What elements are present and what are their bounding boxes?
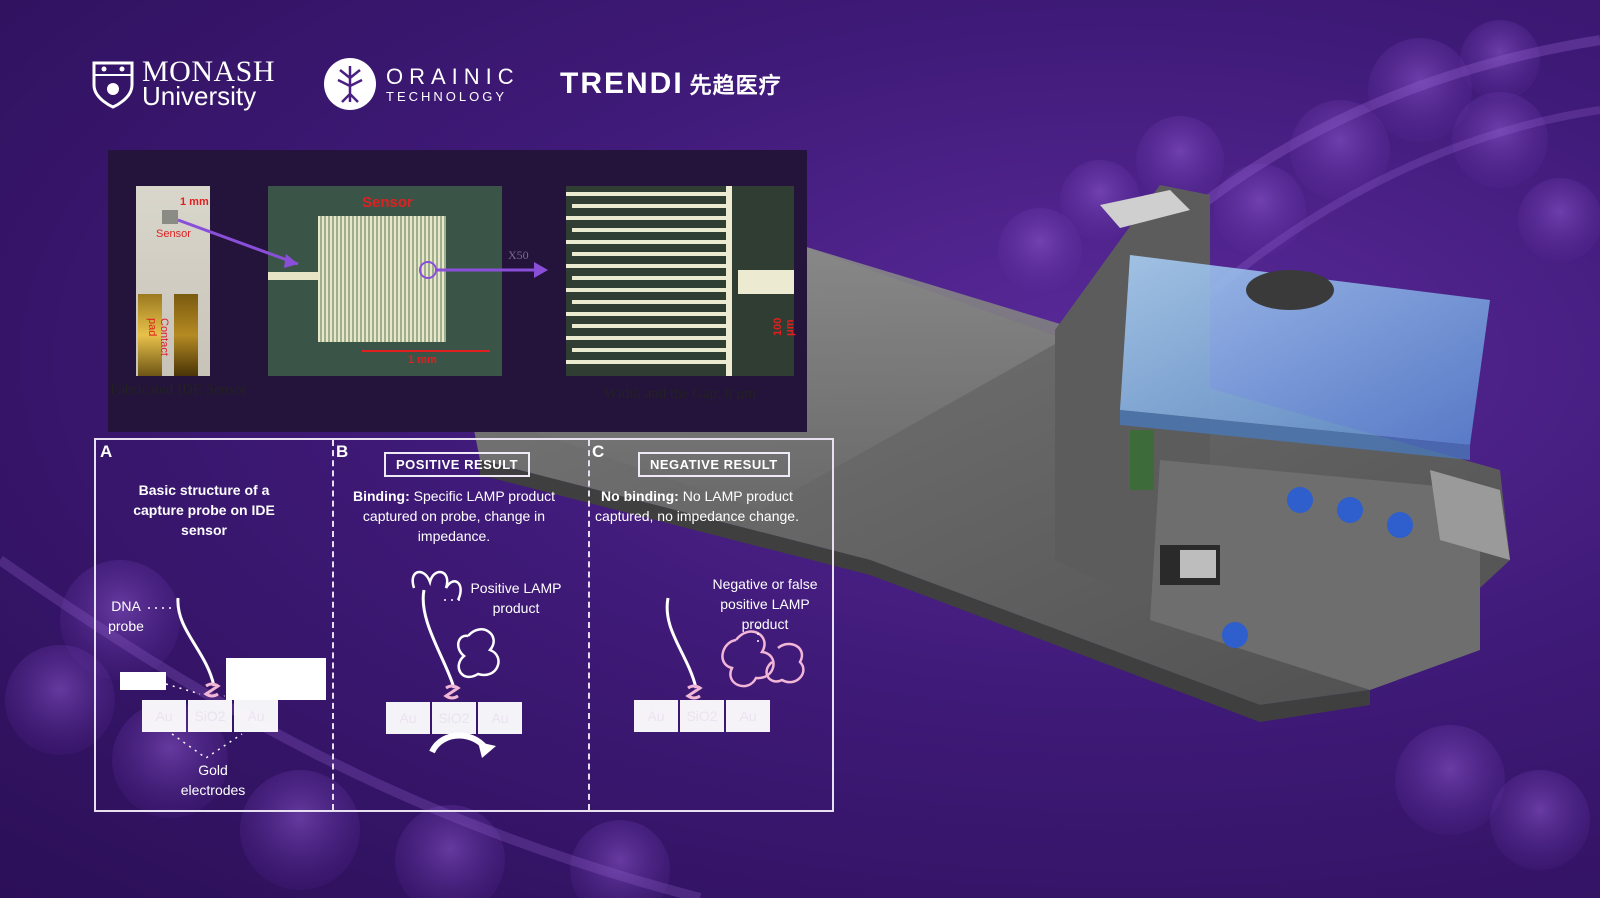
silicon-dioxide-label: Silicon dioxide surface [226, 658, 326, 700]
positive-result-badge: POSITIVE RESULT [384, 452, 531, 477]
caption-width-gap: Width and the Gap: 8 μm [604, 386, 756, 402]
lead-line [268, 272, 318, 280]
au-electrode-right-a: Au [234, 700, 278, 732]
logo-bar: MONASH University ORAINIC TECHNOLOGY TRE… [92, 52, 792, 116]
negative-binding-note: No binding: No LAMP product captured, no… [592, 486, 802, 526]
orainic-name: ORAINIC [386, 63, 520, 89]
linker-label: Linker [120, 672, 167, 690]
binding-text: Specific LAMP product captured on probe,… [362, 488, 556, 544]
trendi-name: TRENDI [560, 67, 684, 100]
micrograph-panel: 1 mm Sensor Contact pad Sensor 1 mm 100 … [108, 150, 807, 432]
positive-binding-note: Binding: Specific LAMP product captured … [338, 486, 570, 546]
lamp-product-blob-b [456, 628, 500, 679]
neg-lamp-product-c2 [765, 642, 805, 684]
ide-diagram-panel: A Basic structure of a capture probe on … [94, 438, 834, 812]
contact-pad-left [138, 294, 162, 376]
sio2-surface-c: SiO2 [680, 700, 724, 732]
sio2-surface-a: SiO2 [188, 700, 232, 732]
shield-icon [92, 61, 134, 109]
sensor-small-label: Sensor [156, 228, 191, 240]
no-binding-text: No LAMP product captured, no impedance c… [595, 488, 799, 524]
contact-pad-right [174, 294, 198, 376]
au-electrode-left-b: Au [386, 702, 430, 734]
linker-pointer [165, 683, 201, 695]
panel-a-title: Basic structure of a capture probe on ID… [133, 482, 275, 538]
au-electrode-left-c: Au [634, 700, 678, 732]
panel-b-letter: B [336, 442, 349, 461]
sensor-chip [162, 210, 178, 224]
divider-ab [332, 440, 334, 810]
monash-logo: MONASH University [92, 52, 275, 116]
dna-probe-strand-c [665, 597, 698, 689]
linker-coil-c [685, 684, 703, 700]
electrode-zoom-image: 100 μm [566, 186, 796, 376]
linker-coil-b [443, 684, 461, 700]
probe-illustrations [148, 570, 805, 759]
tree-circle-icon [324, 58, 376, 110]
trendi-chinese-name: 先趋医疗 [689, 73, 782, 98]
electrode-grid [318, 216, 446, 342]
divider-bc [588, 440, 590, 810]
impedance-arrowhead [478, 742, 496, 758]
sensor-title-label: Sensor [362, 194, 413, 211]
gold-pointer [171, 733, 243, 759]
monash-name: MONASH [142, 55, 276, 88]
positive-lamp-label: Positive LAMP product [470, 580, 562, 616]
negative-result-badge: NEGATIVE RESULT [638, 452, 790, 477]
sio2-surface-b: SiO2 [432, 702, 476, 734]
fabricated-sensor-photo: 1 mm Sensor Contact pad [136, 186, 210, 376]
trendi-logo: TRENDI 先趋医疗 [560, 52, 782, 116]
linker-coil-a [203, 682, 221, 698]
magnification-label: X50 [508, 248, 529, 262]
negative-lamp-label: Negative or false positive LAMP product [712, 576, 818, 632]
scale-label-1mm-bottom: 1 mm [408, 354, 437, 366]
dna-probe-strand-a [176, 597, 216, 687]
electrode-bus [726, 186, 732, 376]
gold-electrodes-label: Gold electrodes [180, 762, 246, 798]
lamp-product-loop-b [411, 570, 462, 601]
orainic-logo: ORAINIC TECHNOLOGY [322, 52, 520, 116]
panel-c-letter: C [592, 442, 605, 461]
interdigitated-fingers [566, 192, 732, 364]
scale-label-1mm-top: 1 mm [180, 196, 209, 208]
au-electrode-right-b: Au [478, 702, 522, 734]
silicon-pointer [223, 687, 245, 697]
monash-subtitle: University [142, 81, 257, 111]
au-electrode-left-a: Au [142, 700, 186, 732]
electrode-pad [738, 270, 794, 294]
dna-probe-strand-b [421, 589, 456, 689]
orainic-subtitle: TECHNOLOGY [386, 88, 508, 104]
neg-lamp-product-c [721, 630, 775, 688]
scale-bar-1mm [362, 350, 490, 352]
zoom-arrows [177, 218, 548, 279]
no-binding-keyword: No binding: [601, 488, 679, 504]
au-electrode-right-c: Au [726, 700, 770, 732]
binding-keyword: Binding: [352, 488, 410, 504]
panel-a-letter: A [100, 442, 113, 461]
dna-probe-label: DNA probe [108, 598, 144, 634]
sensor-micrograph: Sensor 1 mm [268, 186, 502, 376]
caption-fabricated-sensor: Fabricated IDE Sensor [110, 382, 247, 398]
